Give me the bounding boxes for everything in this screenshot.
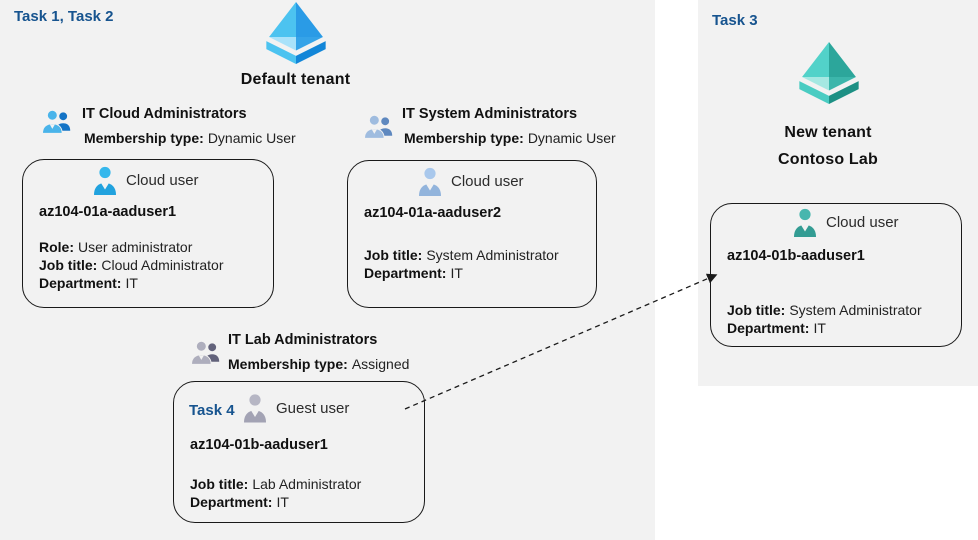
field-label: Job title: — [727, 302, 786, 318]
azure-ad-tenant-icon — [261, 2, 331, 64]
user-fields: Job title:System Administrator Departmen… — [364, 246, 559, 282]
field-job-title: Job title:Lab Administrator — [190, 475, 361, 493]
field-label: Department: — [364, 265, 447, 281]
user-card-aaduser2: Cloud user az104-01a-aaduser2 Job title:… — [347, 160, 597, 308]
task-3-label: Task 3 — [712, 12, 758, 29]
field-job-title: Job title:System Administrator — [364, 246, 559, 264]
user-type-label: Cloud user — [126, 172, 199, 189]
group-name-cloud-admins: IT Cloud Administrators — [82, 106, 247, 122]
field-label: Job title: — [190, 476, 249, 492]
group-membership-cloud-admins: Membership type:Dynamic User — [84, 130, 296, 146]
field-label: Job title: — [364, 247, 423, 263]
user-type-label: Cloud user — [451, 173, 524, 190]
card-header: Cloud user — [418, 166, 524, 197]
field-value: User administrator — [78, 239, 193, 255]
guest-user-card: Task 4 Guest user az104-01b-aaduser1 Job… — [173, 381, 425, 523]
field-label: Department: — [39, 275, 122, 291]
field-value: System Administrator — [789, 302, 922, 318]
field-department: Department:IT — [364, 264, 559, 282]
field-department: Department:IT — [727, 319, 922, 337]
group-icon-lab-admins — [191, 340, 222, 368]
field-department: Department:IT — [39, 274, 224, 292]
membership-type-value: Assigned — [351, 356, 410, 372]
guest-user-icon — [243, 393, 267, 423]
field-label: Department: — [727, 320, 810, 336]
new-tenant-title-line1: New tenant — [784, 124, 872, 141]
field-value: System Administrator — [426, 247, 559, 263]
card-header: Cloud user — [793, 207, 899, 238]
field-value: IT — [813, 320, 826, 336]
user-type-label: Cloud user — [826, 214, 899, 231]
group-name-lab-admins: IT Lab Administrators — [228, 332, 378, 348]
user-type-label: Guest user — [276, 399, 350, 417]
field-value: IT — [450, 265, 463, 281]
username: az104-01b-aaduser1 — [190, 437, 328, 453]
card-header: Cloud user — [93, 165, 199, 196]
group-membership-lab-admins: Membership type:Assigned — [228, 356, 409, 372]
new-tenant-user-card: Cloud user az104-01b-aaduser1 Job title:… — [710, 203, 962, 347]
group-icon-cloud-admins — [42, 109, 73, 137]
user-fields: Job title:System Administrator Departmen… — [727, 301, 922, 337]
field-job-title: Job title:Cloud Administrator — [39, 256, 224, 274]
field-label: Job title: — [39, 257, 98, 273]
field-value: IT — [125, 275, 138, 291]
field-label: Department: — [190, 494, 273, 510]
membership-type-label: Membership type: — [84, 130, 204, 146]
field-value: Cloud Administrator — [101, 257, 224, 273]
card-header: Guest user — [243, 393, 349, 423]
cloud-user-icon — [418, 166, 442, 197]
membership-type-value: Dynamic User — [207, 130, 296, 146]
new-tenant-title-line2: Contoso Lab — [778, 151, 878, 168]
username: az104-01a-aaduser2 — [364, 205, 502, 221]
azure-ad-tenant-icon-teal — [794, 42, 864, 104]
field-value: Lab Administrator — [252, 476, 362, 492]
group-icon-system-admins — [364, 114, 395, 142]
username: az104-01b-aaduser1 — [727, 248, 865, 264]
field-role: Role:User administrator — [39, 238, 224, 256]
field-department: Department:IT — [190, 493, 361, 511]
task-4-label: Task 4 — [189, 402, 235, 419]
cloud-user-icon — [93, 165, 117, 196]
field-value: IT — [276, 494, 289, 510]
membership-type-label: Membership type: — [228, 356, 348, 372]
user-card-aaduser1: Cloud user az104-01a-aaduser1 Role:User … — [22, 159, 274, 308]
field-job-title: Job title:System Administrator — [727, 301, 922, 319]
membership-type-label: Membership type: — [404, 130, 524, 146]
group-membership-system-admins: Membership type:Dynamic User — [404, 130, 616, 146]
membership-type-value: Dynamic User — [527, 130, 616, 146]
cloud-user-icon — [793, 207, 817, 238]
group-name-system-admins: IT System Administrators — [402, 106, 578, 122]
task-1-2-label: Task 1, Task 2 — [14, 8, 114, 25]
user-fields: Job title:Lab Administrator Department:I… — [190, 475, 361, 511]
field-label: Role: — [39, 239, 74, 255]
default-tenant-title: Default tenant — [240, 71, 351, 88]
user-fields: Role:User administrator Job title:Cloud … — [39, 238, 224, 292]
username: az104-01a-aaduser1 — [39, 204, 177, 220]
default-tenant-panel — [0, 0, 655, 540]
